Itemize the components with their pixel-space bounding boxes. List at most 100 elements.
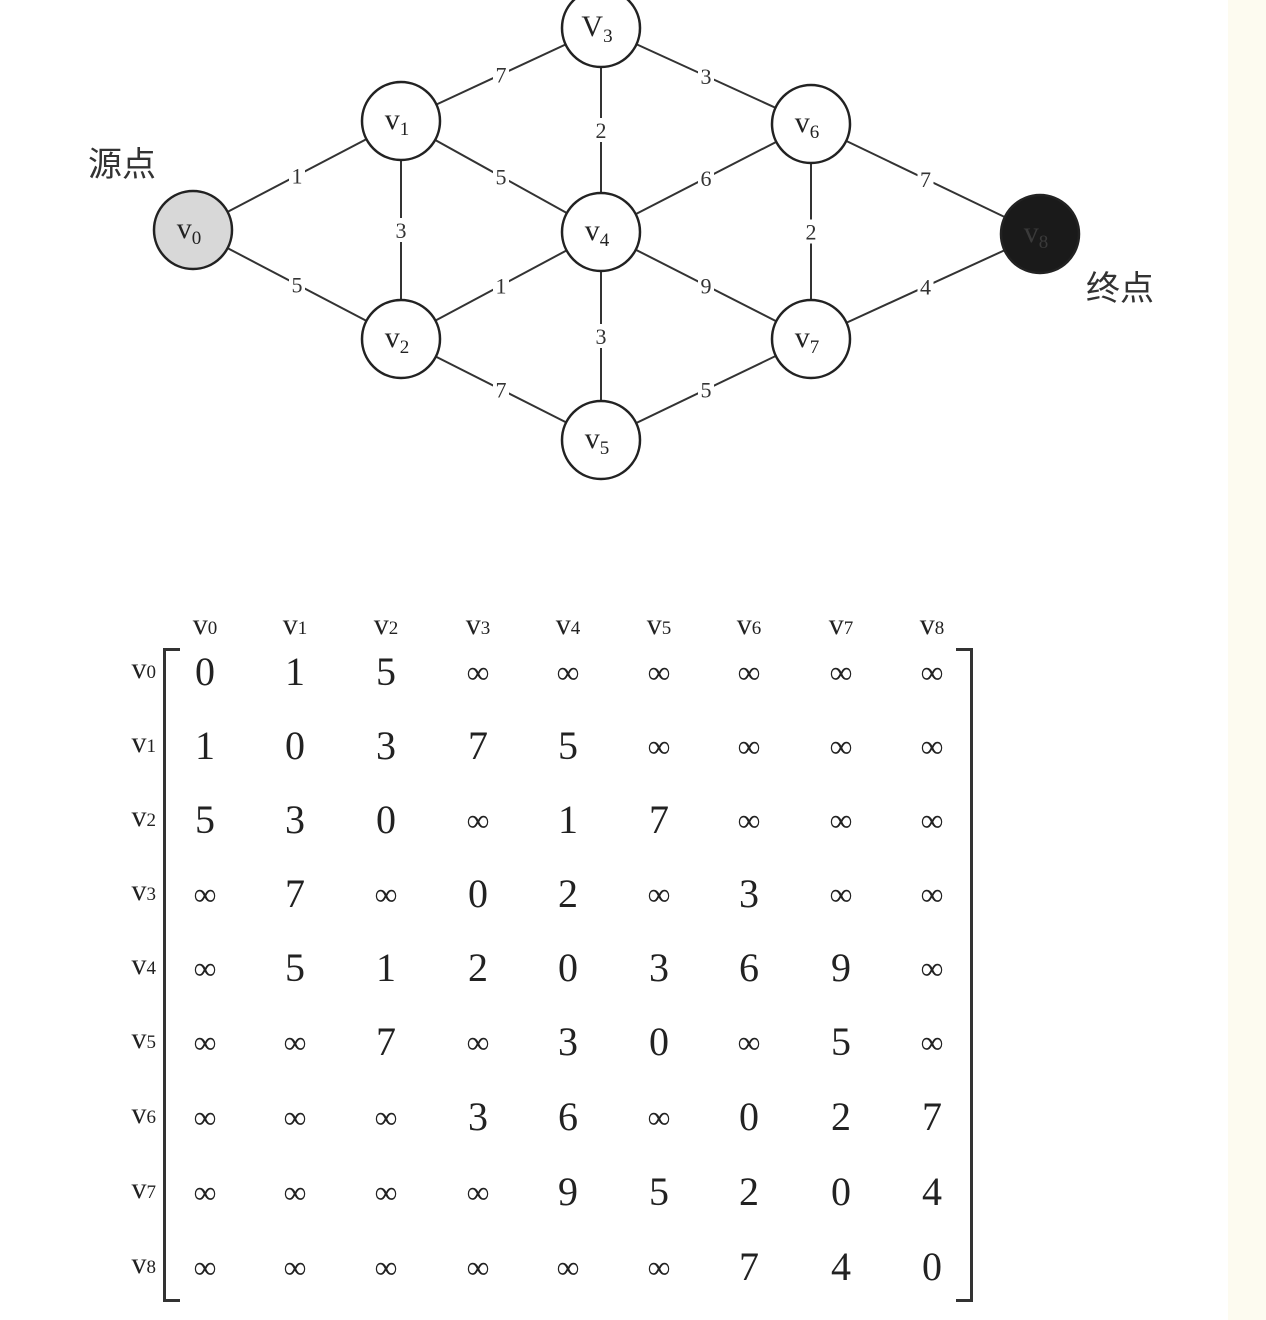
- matrix-cell: 9: [558, 1169, 578, 1214]
- matrix-col-header: v8: [902, 608, 962, 642]
- node-label-base: v: [585, 422, 600, 455]
- matrix-cell: 2: [468, 945, 488, 990]
- matrix-row-header: v8: [96, 1247, 157, 1281]
- node-label-v4: v4: [585, 214, 610, 251]
- edge-weight-v6-v7: 2: [806, 220, 817, 245]
- matrix-cell: 0: [649, 1019, 669, 1064]
- edge-weight-bg: [917, 274, 934, 299]
- edge-weight-v2-v5: 7: [496, 378, 507, 403]
- matrix-cell: 1: [195, 723, 215, 768]
- node-label-sub: 5: [600, 438, 610, 459]
- matrix-cell: ∞: [920, 1024, 944, 1060]
- node-v1: [360, 80, 442, 162]
- matrix-row-header-base: v: [131, 874, 147, 907]
- node-label-v0: v0: [177, 212, 202, 249]
- matrix-col-header-sub: 1: [297, 618, 308, 639]
- matrix-cell: ∞: [466, 1024, 490, 1060]
- edge-weight-v7-v8: 4: [920, 275, 931, 300]
- matrix-cell: ∞: [737, 802, 761, 838]
- matrix-col-header: v1: [265, 608, 325, 642]
- matrix-cell: 7: [285, 871, 305, 916]
- edge-weight-bg: [289, 272, 305, 297]
- matrix-cell: 9: [831, 945, 851, 990]
- matrix-col-header-sub: 7: [843, 618, 854, 639]
- node-label-base: v: [795, 106, 810, 139]
- matrix-cell: ∞: [374, 1099, 398, 1135]
- matrix-col-header: v2: [356, 608, 416, 642]
- matrix-cell: ∞: [466, 654, 490, 690]
- matrix-cell: ∞: [193, 1024, 217, 1060]
- edge-weight-v4-v7: 9: [701, 274, 712, 299]
- node-label-v7: v7: [795, 321, 820, 358]
- matrix-cell: ∞: [647, 876, 671, 912]
- matrix-row-header-base: v: [131, 1172, 147, 1205]
- node-label-sub: 7: [810, 337, 820, 358]
- matrix-cell: 0: [285, 723, 305, 768]
- matrix-cell: 7: [739, 1244, 759, 1289]
- edge-weight-v1-v4: 5: [496, 165, 507, 190]
- matrix-cell: ∞: [647, 1099, 671, 1135]
- node-label-base: v: [795, 321, 810, 354]
- edge-weight-bg: [698, 377, 714, 402]
- matrix-cell: ∞: [283, 1174, 307, 1210]
- matrix-cell: 2: [739, 1169, 759, 1214]
- matrix-cell: ∞: [193, 950, 217, 986]
- matrix-cell: ∞: [829, 802, 853, 838]
- matrix-row-header: v3: [96, 874, 157, 908]
- matrix-cell: 1: [558, 797, 578, 842]
- edge-weight-v4-v6: 6: [701, 166, 712, 191]
- edge-weight-bg: [493, 273, 509, 298]
- node-v4: [560, 191, 642, 273]
- edge-weight-bg: [593, 118, 609, 142]
- node-label-base: V: [581, 10, 603, 43]
- matrix-row-header: v4: [96, 948, 157, 982]
- matrix-cell: 1: [285, 649, 305, 694]
- matrix-col-header: v0: [175, 608, 235, 642]
- matrix-cell: 2: [831, 1094, 851, 1139]
- node-label-base: v: [177, 212, 192, 245]
- matrix-cell: ∞: [374, 1249, 398, 1285]
- matrix-cell: ∞: [193, 876, 217, 912]
- matrix-cell: ∞: [647, 654, 671, 690]
- matrix-row-header-sub: 2: [146, 810, 157, 831]
- matrix-cell: ∞: [829, 728, 853, 764]
- matrix-cell: 0: [739, 1094, 759, 1139]
- matrix-cell: 4: [831, 1244, 851, 1289]
- matrix-cell: ∞: [466, 1249, 490, 1285]
- matrix-cell: ∞: [737, 728, 761, 764]
- matrix-right-bracket: [956, 648, 973, 1302]
- matrix-cell: ∞: [283, 1249, 307, 1285]
- matrix-cell: ∞: [737, 1024, 761, 1060]
- node-label-v2: v2: [385, 321, 410, 358]
- matrix-cell: 0: [468, 871, 488, 916]
- edge-weight-bg: [917, 167, 934, 191]
- edge-weight-bg: [493, 62, 509, 87]
- matrix-cell: 3: [558, 1019, 578, 1064]
- node-v3: [560, 0, 642, 69]
- node-v0: [152, 189, 234, 271]
- matrix-cell: 0: [922, 1244, 942, 1289]
- matrix-row-header-sub: 8: [146, 1257, 157, 1278]
- matrix-col-header-base: v: [919, 608, 935, 641]
- matrix-cell: 0: [376, 797, 396, 842]
- edge-weight-bg: [698, 273, 714, 298]
- matrix-cell: 7: [649, 797, 669, 842]
- matrix-row-header-base: v: [131, 1022, 147, 1055]
- matrix-col-header: v4: [538, 608, 598, 642]
- edge-weight-bg: [493, 164, 509, 189]
- matrix-col-header-sub: 2: [388, 618, 399, 639]
- node-v2: [360, 298, 442, 380]
- node-v5: [560, 399, 642, 481]
- matrix-col-header-base: v: [373, 608, 389, 641]
- matrix-cell: ∞: [737, 654, 761, 690]
- matrix-row-header: v6: [96, 1097, 157, 1131]
- matrix-cell: ∞: [374, 876, 398, 912]
- matrix-cell: 5: [285, 945, 305, 990]
- matrix-cell: ∞: [829, 876, 853, 912]
- matrix-row-header-sub: 5: [146, 1032, 157, 1053]
- matrix-col-header-base: v: [282, 608, 298, 641]
- matrix-col-header-sub: 4: [570, 618, 581, 639]
- matrix-cell: ∞: [556, 654, 580, 690]
